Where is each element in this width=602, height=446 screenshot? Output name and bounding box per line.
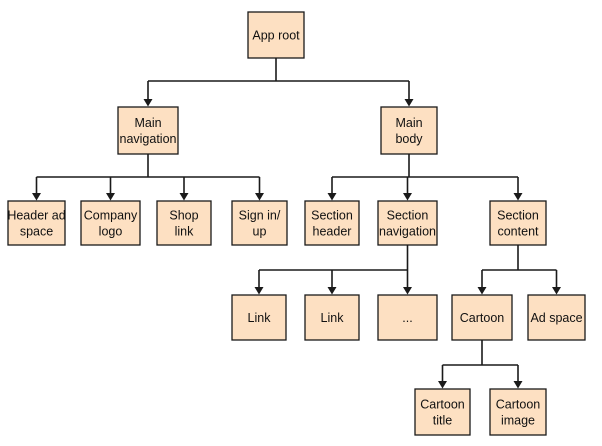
node-app-root: App root [247, 11, 305, 59]
node-link-2: Link [304, 294, 360, 341]
node-box [117, 106, 179, 155]
node-label: Section [387, 209, 429, 223]
node-label: up [253, 225, 267, 239]
node-label: content [497, 225, 539, 239]
edge-group-main-body [327, 154, 523, 201]
arrowhead [255, 193, 264, 201]
node-box [489, 388, 547, 436]
node-label: Main [395, 116, 422, 130]
node-label: body [395, 132, 423, 146]
node-section-content: Section content [489, 200, 547, 246]
node-box [304, 294, 360, 341]
arrowhead [404, 99, 414, 107]
node-label: Link [248, 311, 272, 325]
node-box [247, 11, 305, 59]
edge-group-main-navigation [32, 154, 264, 201]
edges [32, 58, 561, 389]
node-cartoon: Cartoon [451, 294, 513, 341]
node-section-header: Section header [304, 200, 360, 246]
node-company-logo: Company logo [80, 200, 141, 246]
node-box [377, 200, 438, 246]
node-label: Cartoon [496, 398, 541, 412]
node-label: header [313, 225, 352, 239]
node-label: Header ad [7, 209, 65, 223]
node-box [231, 200, 288, 246]
node-label: Cartoon [420, 398, 465, 412]
arrowhead [403, 287, 412, 295]
arrowhead [477, 287, 487, 295]
node-main-navigation: Main navigation [117, 106, 179, 155]
node-cartoon-image: Cartoon image [489, 388, 547, 436]
edge-group-section-navigation [254, 245, 412, 295]
arrowhead [32, 193, 41, 201]
node-box [527, 294, 586, 341]
node-box [380, 106, 438, 155]
node-label: App root [252, 29, 300, 43]
node-label: logo [99, 225, 123, 239]
arrowhead [552, 287, 561, 295]
node-label: Cartoon [460, 311, 505, 325]
node-label: navigation [379, 225, 436, 239]
node-box [80, 200, 141, 246]
arrowhead [254, 287, 264, 295]
arrowhead [403, 193, 412, 201]
node-label: Main [134, 116, 161, 130]
arrowhead [513, 381, 523, 389]
node-box [304, 200, 360, 246]
arrowhead [327, 287, 337, 295]
edge-group-app-root [143, 58, 414, 107]
node-label: Company [84, 209, 138, 223]
node-box [7, 200, 66, 246]
arrowhead [327, 193, 337, 201]
node-label: Sign in/ [239, 209, 281, 223]
node-box [414, 388, 471, 436]
node-label: space [20, 225, 53, 239]
arrowhead [179, 193, 189, 201]
node-box [156, 200, 212, 246]
node-label: navigation [120, 132, 177, 146]
node-label: link [175, 225, 195, 239]
node-label: title [433, 414, 453, 428]
arrowhead [106, 193, 115, 201]
node-label: Ad space [530, 311, 582, 325]
node-section-navigation: Section navigation [377, 200, 438, 246]
node-label: Shop [169, 209, 198, 223]
node-label: ... [402, 311, 412, 325]
node-link-1: Link [231, 294, 287, 341]
node-box [489, 200, 547, 246]
edge-group-section-content [477, 245, 561, 295]
node-box [451, 294, 513, 341]
edge-group-cartoon [438, 340, 523, 389]
node-ad-space: Ad space [527, 294, 586, 341]
node-label: Link [321, 311, 345, 325]
node-box [377, 294, 438, 341]
node-label: Section [311, 209, 353, 223]
arrowhead [513, 193, 523, 201]
node-sign-in-up: Sign in/up [231, 200, 288, 246]
node-ellipsis: ... [377, 294, 438, 341]
node-label: Section [497, 209, 539, 223]
arrowhead [438, 381, 447, 389]
arrowhead [143, 99, 153, 107]
node-cartoon-title: Cartoon title [414, 388, 471, 436]
node-shop-link: Shop link [156, 200, 212, 246]
node-header-ad-space: Header ad space [7, 200, 66, 246]
node-label: image [501, 414, 535, 428]
node-box [231, 294, 287, 341]
node-main-body: Main body [380, 106, 438, 155]
